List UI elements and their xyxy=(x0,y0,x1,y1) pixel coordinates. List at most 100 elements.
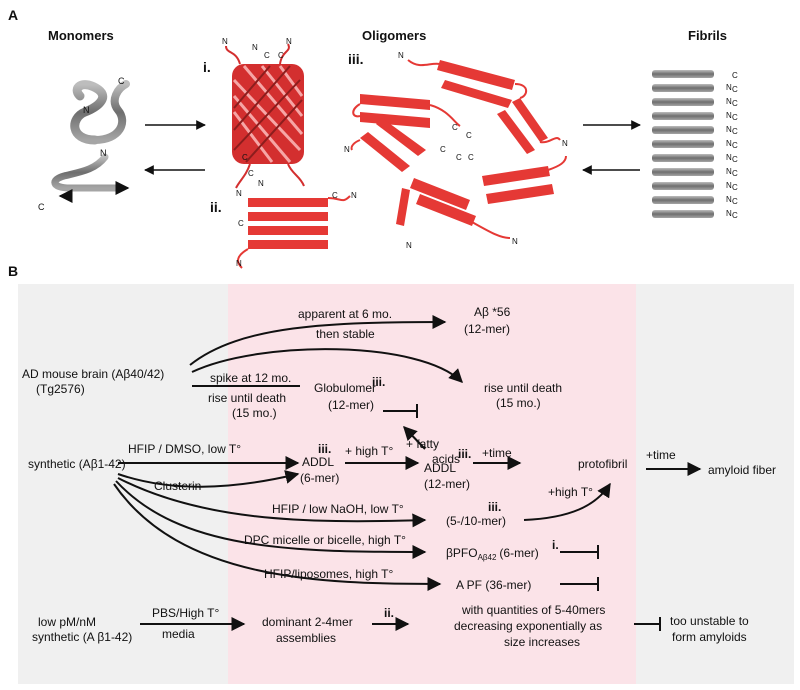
sheet-n1: N xyxy=(351,191,357,200)
pin-c1: C xyxy=(452,123,458,132)
oligomer-sheet-graphic: ii. C N C N xyxy=(210,191,357,269)
fib-c10: C xyxy=(732,197,738,206)
cond-pbs: PBS/High T° xyxy=(152,606,219,620)
cond-rise1b: (15 mo.) xyxy=(232,406,277,420)
barrel-c4: C xyxy=(248,169,254,178)
pin-n4: N xyxy=(406,241,412,250)
pin-n5: N xyxy=(512,237,518,246)
header-fibrils: Fibrils xyxy=(688,28,727,43)
source-tg2576: (Tg2576) xyxy=(36,382,85,396)
cond-media: media xyxy=(162,627,195,641)
species-5-10-mer: (5-/10-mer) xyxy=(446,514,506,528)
fib-c2: C xyxy=(732,85,738,94)
source-lowpm: low pM/nM xyxy=(38,615,96,629)
arrow-high-t-to-protofibril xyxy=(523,482,611,521)
roman-ii-a: ii. xyxy=(210,199,222,215)
barrel-n4: N xyxy=(236,189,242,198)
barrel-n1: N xyxy=(222,37,228,46)
pin-n2: N xyxy=(562,139,568,148)
cond-plus-high-t: +high T° xyxy=(548,485,593,499)
roman-iii-addl12: iii. xyxy=(458,447,471,461)
arrow-hfip-naoh xyxy=(117,477,427,528)
fib-n10: N xyxy=(726,209,732,218)
barrel-c3: C xyxy=(242,153,248,162)
species-addl12-mer: (12-mer) xyxy=(424,477,470,491)
species-quant2: decreasing exponentially as xyxy=(454,619,602,633)
roman-i-bpfo: i. xyxy=(552,538,559,552)
cond-spike: spike at 12 mo. xyxy=(210,371,291,385)
fib-c9: C xyxy=(732,183,738,192)
species-dominant: dominant 2-4mer xyxy=(262,615,353,629)
sheet-n2: N xyxy=(236,259,242,268)
species-globulomer: Globulomer xyxy=(314,381,376,395)
pin-c5: C xyxy=(468,153,474,162)
fib-n3: N xyxy=(726,111,732,120)
barrel-c2: C xyxy=(278,51,284,60)
fib-n5: N xyxy=(726,139,732,148)
header-oligomers: Oligomers xyxy=(362,28,426,43)
arrow-clusterin xyxy=(117,470,300,488)
oligomer-barrel-graphic: i. N N N C C C C N N xyxy=(203,37,305,198)
species-addl6-mer: (6-mer) xyxy=(300,471,339,485)
arrow-to-addl12-brain xyxy=(191,348,463,383)
cond-then-stable: then stable xyxy=(316,327,375,341)
source-ad-brain: AD mouse brain (Aβ40/42) xyxy=(22,367,164,381)
cond-rise1: rise until death xyxy=(208,391,286,405)
species-amyloid: amyloid fiber xyxy=(708,463,776,477)
arrow-liposomes xyxy=(113,483,442,591)
source-lowpm-synthetic: synthetic (A β1-42) xyxy=(32,630,132,644)
panel-a-label: A xyxy=(8,7,18,23)
cond-rise2: rise until death xyxy=(484,381,562,395)
roman-ii-b: ii. xyxy=(384,606,394,620)
species-quant1: with quantities of 5-40mers xyxy=(461,603,605,617)
fib-c8: C xyxy=(732,169,738,178)
species-protofibril: protofibril xyxy=(578,457,627,471)
species-quant3: size increases xyxy=(504,635,580,649)
species-ab56: Aβ *56 xyxy=(474,305,511,319)
sheet-c2: C xyxy=(238,219,244,228)
fib-n1: N xyxy=(726,83,732,92)
cond-dpc: DPC micelle or bicelle, high T° xyxy=(244,533,406,547)
cond-hfip-dmso: HFIP / DMSO, low T° xyxy=(128,442,241,456)
fib-c11: C xyxy=(732,211,738,220)
barrel-n3: N xyxy=(286,37,292,46)
cond-time1: +time xyxy=(482,446,512,460)
fib-c4: C xyxy=(732,113,738,122)
cond-hfip-naoh: HFIP / low NaOH, low T° xyxy=(272,502,404,516)
cond-time2: +time xyxy=(646,448,676,462)
source-synthetic: synthetic (Aβ1-42) xyxy=(28,457,126,471)
fib-n2: N xyxy=(726,97,732,106)
pin-c3: C xyxy=(440,145,446,154)
barrel-n5: N xyxy=(258,179,264,188)
species-apf: A PF (36-mer) xyxy=(456,578,531,592)
cond-rise2b: (15 mo.) xyxy=(496,396,541,410)
fib-n8: N xyxy=(726,181,732,190)
pin-c4: C xyxy=(456,153,462,162)
species-bpfo: βPFOAβ42(6-mer) xyxy=(446,546,539,562)
species-unstable1: too unstable to xyxy=(670,614,749,628)
arrow-fatty-acids xyxy=(403,425,426,450)
cond-fatty: + fatty xyxy=(406,437,439,451)
header-monomers: Monomers xyxy=(48,28,114,43)
barrel-n2: N xyxy=(252,43,258,52)
pin-n1: N xyxy=(398,51,404,60)
fibril-stack-graphic: C N C N C N C N C N C N C N C N C N C N … xyxy=(652,70,738,220)
species-unstable2: form amyloids xyxy=(672,630,747,644)
roman-iii-addl6: iii. xyxy=(318,442,331,456)
roman-iii-glob: iii. xyxy=(372,375,385,389)
hairpin-c-label: C xyxy=(38,202,45,212)
species-globulomer-mer: (12-mer) xyxy=(328,398,374,412)
monomer-coil-graphic: N C xyxy=(70,76,130,145)
pin-n3: N xyxy=(344,145,350,154)
cond-clusterin: Clusterin xyxy=(154,479,201,493)
species-ab56-mer: (12-mer) xyxy=(464,322,510,336)
oligomer-pinwheel-graphic: iii. N N N N xyxy=(344,51,568,250)
roman-iii-a: iii. xyxy=(348,51,364,67)
fib-n6: N xyxy=(726,153,732,162)
fib-c6: C xyxy=(732,141,738,150)
cond-high-t: + high T° xyxy=(345,444,393,458)
roman-i-a: i. xyxy=(203,59,211,75)
roman-iii-510: iii. xyxy=(488,500,501,514)
monomer-n-label: N xyxy=(83,105,90,115)
